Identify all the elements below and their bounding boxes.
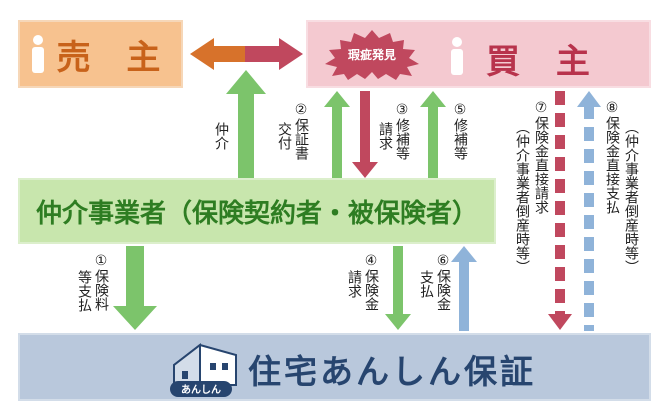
house-icon: あんしん [170, 342, 237, 397]
claim-label-line1: 保険金 [363, 269, 379, 311]
premium-label-line1: 保険料 [93, 269, 109, 311]
buyer-label: 買 主 [486, 42, 602, 82]
cert-arrow [324, 91, 350, 178]
claim-arrow [385, 246, 411, 330]
step-number: ⑦ [533, 100, 549, 116]
step-number: ③ [394, 102, 410, 118]
person-icon [31, 35, 44, 73]
repair-arrow [420, 91, 446, 178]
payout-label: ⑥保険金 [434, 253, 451, 311]
defect-badge-text: 瑕疵発見 [348, 47, 396, 62]
repair-request-arrow [352, 91, 378, 178]
defect-badge: 瑕疵発見 [325, 30, 419, 80]
claim-label-line2: 請求 [346, 270, 362, 298]
direct-claim-label-line2: （仲介事業者倒産時等） [514, 120, 530, 274]
repair-request-label-line1: 修補等 [394, 118, 410, 160]
payout-label-line1: 保険金 [435, 269, 451, 311]
direct-pay-label-line2: （仲介事業者倒産時等） [623, 120, 639, 274]
seller-box: 売 主 [18, 20, 183, 88]
step-number: ④ [363, 253, 379, 269]
step-number: ⑧ [604, 100, 620, 116]
direct-claim-label: ⑦保険金直接請求 [532, 100, 549, 214]
seller-buyer-arrow [245, 38, 303, 70]
direct-pay-label: ⑧保険金直接支払 [603, 100, 620, 214]
premium-label-line2: 等支払 [76, 270, 92, 312]
payout-arrow [451, 246, 477, 331]
direct-claim-arrowhead [548, 314, 572, 330]
payout-label-line2: 支払 [418, 270, 434, 298]
step-number: ⑥ [435, 253, 451, 269]
agent-box: 仲介事業者（保険契約者・被保険者） [18, 178, 496, 244]
mediation-arrow [226, 70, 266, 178]
repair-label: ⑤修補等 [451, 102, 468, 160]
seller-buyer-arrow [190, 38, 245, 70]
premium-label: ①保険料 [92, 253, 109, 311]
direct-pay-label-line1: 保険金直接支払 [604, 116, 620, 214]
premium-arrow [113, 246, 157, 330]
claim-label: ④保険金 [362, 253, 379, 311]
direct-pay-arrowhead [577, 91, 601, 107]
step-number: ⑤ [452, 102, 468, 118]
repair-request-label: ③修補等 [393, 102, 410, 160]
agent-label: 仲介事業者（保険契約者・被保険者） [35, 198, 478, 229]
repair-request-label-line2: 請求 [377, 122, 393, 150]
cert-label-line1: 保証書 [293, 118, 309, 160]
insurer-label: 住宅あんしん保証 [248, 352, 536, 391]
cert-label: ②保証書 [292, 102, 309, 160]
logo-text: あんしん [181, 383, 221, 396]
person-icon [451, 37, 463, 75]
insurer-box: あんしん 住宅あんしん保証 [18, 333, 651, 401]
buyer-box: 瑕疵発見 買 主 [306, 20, 651, 88]
step-number: ② [293, 102, 309, 118]
mediation-label: 仲介 [213, 122, 229, 150]
cert-label-line2: 交付 [276, 122, 292, 150]
repair-label-line1: 修補等 [452, 118, 468, 160]
direct-claim-label-line1: 保険金直接請求 [533, 116, 549, 214]
seller-label: 売 主 [56, 37, 173, 78]
step-number: ① [93, 253, 109, 269]
